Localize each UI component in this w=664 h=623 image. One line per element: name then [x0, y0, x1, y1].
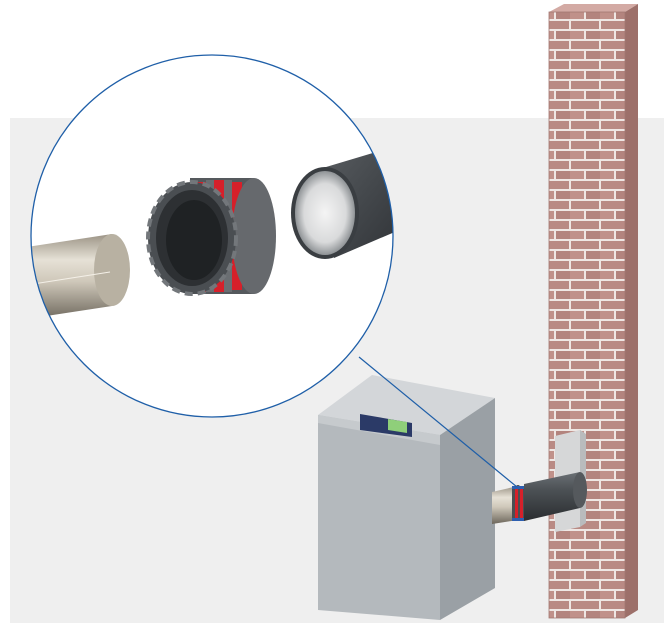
callout-circle-border — [30, 54, 394, 418]
pipe-coupling-icon — [512, 485, 524, 521]
magnified-detail-view — [30, 54, 394, 418]
boiler-exhaust-pipe — [492, 472, 587, 524]
brick-wall-icon — [548, 4, 638, 619]
coupling-detail-icon — [146, 178, 276, 296]
boiler-unit-icon — [318, 375, 495, 620]
callout-leader-line — [358, 356, 518, 488]
silver-pipe-detail — [31, 234, 130, 320]
control-display — [360, 414, 412, 437]
